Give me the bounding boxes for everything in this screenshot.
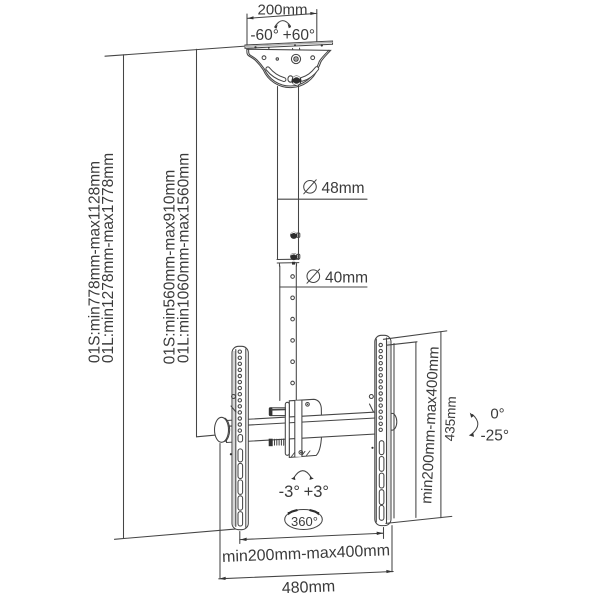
svg-text:0°: 0° bbox=[490, 406, 504, 423]
svg-text:200mm: 200mm bbox=[257, 1, 307, 18]
svg-text:40mm: 40mm bbox=[325, 270, 368, 287]
svg-text:01L:min1060mm-max1560mm: 01L:min1060mm-max1560mm bbox=[175, 153, 192, 363]
svg-text:-60°: -60° bbox=[250, 27, 279, 44]
svg-text:01L:min1278mm-max1778mm: 01L:min1278mm-max1778mm bbox=[100, 153, 117, 363]
svg-text:435mm: 435mm bbox=[442, 396, 459, 442]
svg-text:48mm: 48mm bbox=[322, 180, 365, 197]
svg-text:360°: 360° bbox=[291, 514, 318, 529]
svg-text:min200mm-max400mm: min200mm-max400mm bbox=[222, 542, 391, 566]
svg-text:+60°: +60° bbox=[283, 27, 316, 44]
svg-text:-3°: -3° bbox=[279, 483, 300, 501]
svg-text:-25°: -25° bbox=[480, 428, 509, 445]
svg-text:min200mm-max400mm: min200mm-max400mm bbox=[418, 346, 442, 504]
svg-text:01S:min778mm-max1128mm: 01S:min778mm-max1128mm bbox=[86, 161, 103, 363]
svg-text:01S:min560mm-max910mm: 01S:min560mm-max910mm bbox=[161, 170, 178, 365]
svg-text:+3°: +3° bbox=[304, 483, 329, 501]
svg-text:480mm: 480mm bbox=[282, 578, 336, 597]
